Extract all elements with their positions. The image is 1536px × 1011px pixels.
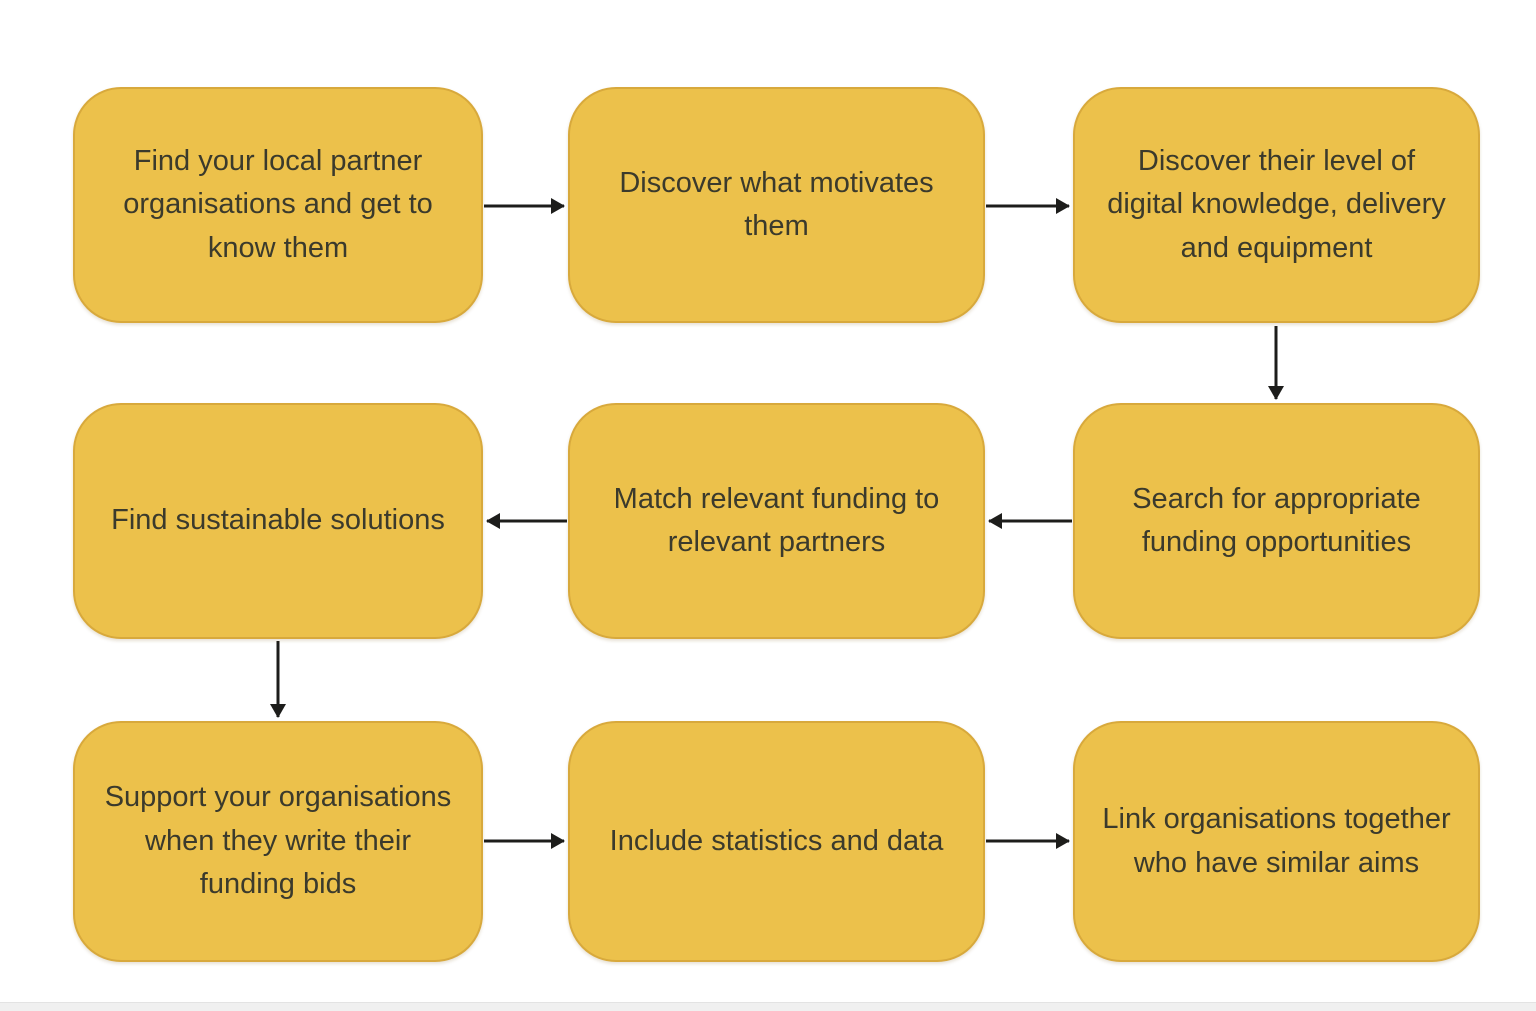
flow-step-label: Match relevant funding to relevant partn… bbox=[613, 482, 940, 559]
flow-step-label: Support your organisations when they wri… bbox=[104, 781, 452, 901]
flow-step-3-discover-digital-level: Discover their level of digital knowledg… bbox=[1073, 87, 1480, 323]
flow-step-label: Discover what motivates them bbox=[619, 166, 934, 243]
flow-step-8-include-statistics-data: Include statistics and data bbox=[568, 721, 985, 962]
flow-step-label: Find your local partner organisations an… bbox=[123, 144, 433, 264]
flow-step-label: Include statistics and data bbox=[609, 824, 944, 857]
flow-step-label: Discover their level of digital knowledg… bbox=[1107, 144, 1446, 264]
flow-step-6-search-funding-opportunities: Search for appropriate funding opportuni… bbox=[1073, 403, 1480, 639]
flow-step-5-match-funding-to-partners: Match relevant funding to relevant partn… bbox=[568, 403, 985, 639]
page-bottom-strip bbox=[0, 1002, 1536, 1011]
flow-step-2-discover-motivations: Discover what motivates them bbox=[568, 87, 985, 323]
flow-step-9-link-organisations: Link organisations together who have sim… bbox=[1073, 721, 1480, 962]
flow-step-4-find-sustainable-solutions: Find sustainable solutions bbox=[73, 403, 483, 639]
flow-step-1-find-local-partners: Find your local partner organisations an… bbox=[73, 87, 483, 323]
flow-step-label: Search for appropriate funding opportuni… bbox=[1132, 482, 1421, 559]
flow-step-label: Link organisations together who have sim… bbox=[1102, 803, 1451, 879]
flow-step-7-support-funding-bids: Support your organisations when they wri… bbox=[73, 721, 483, 962]
flow-step-label: Find sustainable solutions bbox=[111, 504, 445, 537]
